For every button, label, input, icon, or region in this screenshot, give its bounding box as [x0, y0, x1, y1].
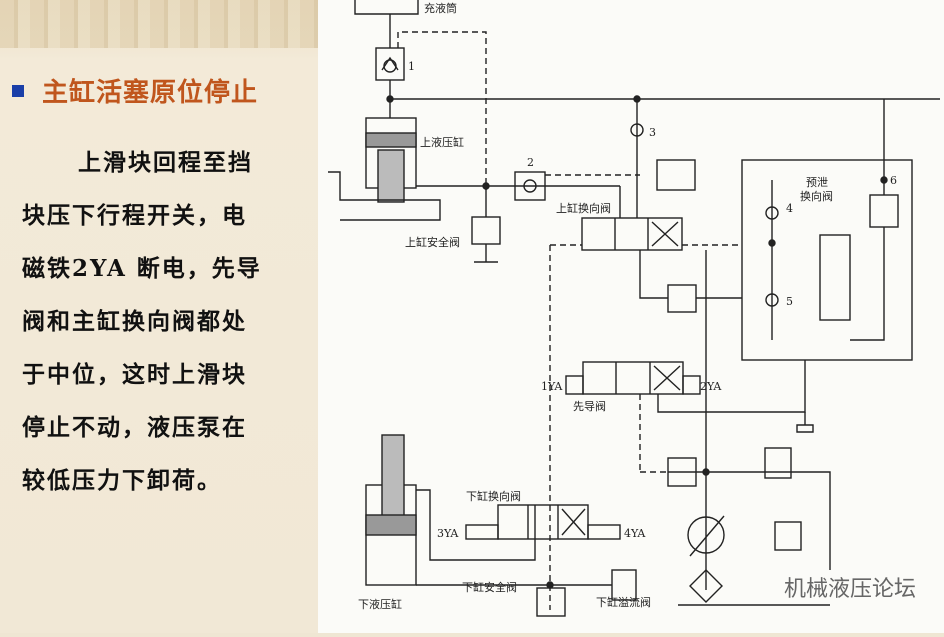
- upper-cylinder-label: 上液压缸: [420, 135, 464, 149]
- pre-release-label-2: 换向阀: [800, 189, 833, 203]
- valve-1-label: 1: [408, 60, 415, 73]
- lower-directional-valve: [497, 504, 589, 540]
- slide-title-text: 主缸活塞原位停止: [42, 78, 259, 108]
- pilot-valve-label: 先导阀: [573, 399, 606, 413]
- solenoid-2ya-label: 2YA: [700, 380, 722, 393]
- fill-tank-shape: [354, 0, 419, 15]
- valve-5-label: 5: [786, 295, 793, 308]
- solenoid-1ya: [565, 375, 584, 395]
- upper-safety-valve: [471, 216, 501, 245]
- body-line: 上滑块回程至挡: [78, 149, 253, 176]
- pressure-switch: [656, 159, 696, 191]
- solenoid-2ya: [682, 375, 701, 395]
- lower-relief-valve: [611, 569, 637, 601]
- solenoid-4ya-label: 4YA: [624, 527, 646, 540]
- lower-safety-valve: [536, 587, 566, 617]
- pre-release-valve-box: [741, 159, 913, 361]
- lower-relief-valve-label: 下缸溢流阀: [596, 595, 651, 609]
- upper-directional-valve-label: 上缸换向阀: [556, 201, 611, 215]
- body-line: 于中位，这时上滑块: [22, 361, 247, 388]
- valve-2-label: 2: [527, 156, 534, 169]
- lower-safety-valve-label: 下缸安全阀: [462, 580, 517, 594]
- check-valve-6: [869, 194, 899, 228]
- valve-4-label: 4: [786, 202, 793, 215]
- pre-release-directional-valve: [819, 234, 851, 321]
- body-line: 停止不动，液压泵在: [22, 414, 247, 441]
- solenoid-1ya-label: 1YA: [541, 380, 563, 393]
- fill-tank-label: 充液筒: [424, 1, 457, 15]
- bullet-square-icon: [12, 84, 24, 97]
- main-relief-valve: [774, 521, 802, 551]
- slide-text-panel: 主缸活塞原位停止 上滑块回程至挡 块压下行程开关，电 磁铁2YA 断电，先导 阀…: [0, 0, 318, 633]
- relief-valve-small: [667, 284, 697, 313]
- body-line: 较低压力下卸荷。: [22, 467, 222, 494]
- lower-cylinder-label: 下液压缸: [358, 597, 402, 611]
- hydraulic-diagram: 充液筒 1 上液压缸 上缸安全阀 2 3 上缸换向阀 4 5 预泄 换向阀: [318, 0, 944, 633]
- decorative-band: [0, 0, 318, 48]
- upper-directional-valve: [581, 217, 683, 251]
- valve-6-label: 6: [890, 174, 897, 187]
- slide-title: 主缸活塞原位停止: [12, 72, 258, 109]
- lower-directional-valve-label: 下缸换向阀: [466, 489, 521, 503]
- solenoid-4ya: [587, 524, 621, 540]
- filter-icon: [689, 569, 723, 603]
- body-line: 块压下行程开关，电: [22, 202, 247, 229]
- solenoid-3ya-label: 3YA: [437, 527, 459, 540]
- unloading-valve: [667, 457, 697, 487]
- valve-3-label: 3: [649, 126, 656, 139]
- pilot-relief-valve: [764, 447, 792, 479]
- check-valve-1: [375, 47, 405, 81]
- slide-body: 上滑块回程至挡 块压下行程开关，电 磁铁2YA 断电，先导 阀和主缸换向阀都处 …: [22, 136, 302, 507]
- check-valve-2: [514, 171, 546, 201]
- body-line: 阀和主缸换向阀都处: [22, 308, 247, 335]
- variable-pump-icon: [687, 516, 725, 554]
- solenoid-3ya: [465, 524, 499, 540]
- watermark: 机械液压论坛: [783, 577, 916, 602]
- upper-safety-valve-label: 上缸安全阀: [405, 235, 460, 249]
- body-line: 磁铁2YA 断电，先导: [22, 255, 262, 282]
- pre-release-label-1: 预泄: [806, 176, 828, 189]
